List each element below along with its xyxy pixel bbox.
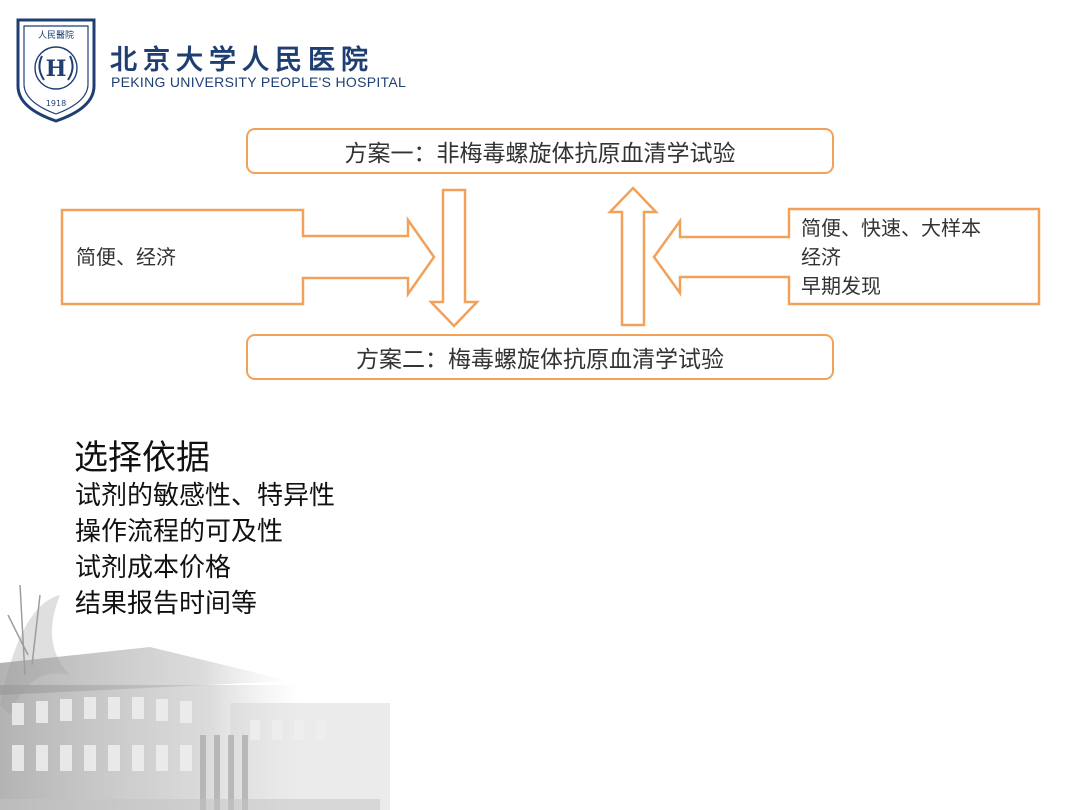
arrow-down-icon [428,188,480,328]
plan-one-box: 方案一：非梅毒螺旋体抗原血清学试验 [246,128,834,174]
right-advantages: 简便、快速、大样本 经济 早期发现 [801,214,981,301]
list-item: 试剂成本价格 [75,553,232,583]
hospital-name-cn: 北京大学人民医院 [110,45,374,76]
historic-building-icon [0,585,390,810]
right-advantage-line: 简便、快速、大样本 [801,216,981,240]
list-item: 试剂的敏感性、特异性 [75,481,336,511]
plan-two-box: 方案二：梅毒螺旋体抗原血清学试验 [246,334,834,380]
basis-list: 试剂的敏感性、特异性 操作流程的可及性 试剂成本价格 结果报告时间等 [75,478,335,622]
list-item: 操作流程的可及性 [75,517,284,547]
right-advantage-line: 早期发现 [801,274,881,298]
seal-top-text: 人民醫院 [38,29,74,41]
seal-year: 1918 [46,99,66,108]
hospital-name-en: PEKING UNIVERSITY PEOPLE'S HOSPITAL [111,74,407,90]
hospital-seal-icon: 人民醫院 H 1918 [16,18,96,123]
basis-title: 选择依据 [74,438,210,478]
plan-one-label: 方案一：非梅毒螺旋体抗原血清学试验 [344,141,736,167]
svg-text:H: H [46,56,67,82]
arrow-left-icon [652,207,1041,306]
arrow-up-icon [607,186,659,327]
arrow-right-icon [60,208,436,306]
plan-two-label: 方案二：梅毒螺旋体抗原血清学试验 [356,347,724,373]
left-advantage-text: 简便、经济 [76,245,176,269]
right-advantage-line: 经济 [801,245,841,269]
list-item: 结果报告时间等 [75,589,258,619]
